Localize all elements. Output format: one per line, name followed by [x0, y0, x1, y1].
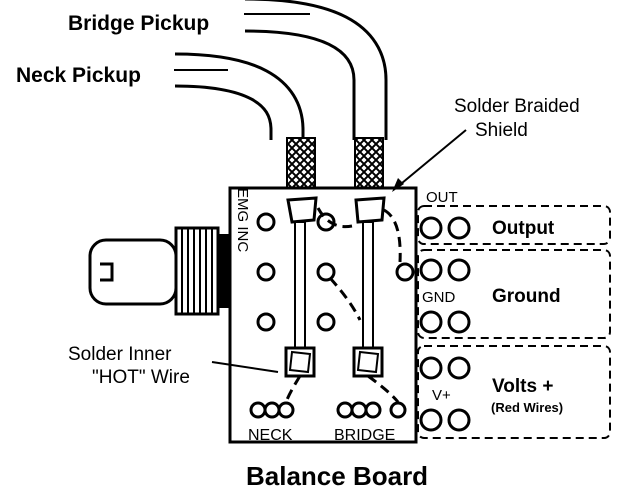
bridge-pads-label: BRIDGE [334, 427, 395, 444]
solder-inner-label-line2: "HOT" Wire [92, 367, 190, 388]
board-traces [284, 207, 402, 403]
neck-shield-solder-joint [286, 196, 318, 224]
neck-pickup-cable [174, 52, 305, 140]
solder-braided-label-line1: Solder Braided [454, 96, 580, 117]
solder-inner-label-line1: Solder Inner [68, 344, 172, 365]
volts-group-label: Volts + [492, 376, 553, 397]
potentiometer [88, 226, 232, 316]
output-group-label: Output [492, 218, 555, 239]
terminal-group-boxes [417, 205, 611, 439]
neck-pickup-label: Neck Pickup [16, 64, 141, 87]
bridge-pickup-cable [244, 0, 388, 140]
output-pads [419, 216, 471, 240]
out-label: OUT [426, 189, 458, 206]
solder-braided-label-line2: Shield [475, 120, 528, 141]
ground-pads [419, 258, 471, 334]
pickup-input-pads [249, 401, 407, 419]
board-brand-label: EMG INC [234, 188, 251, 252]
ground-group-label: Ground [492, 286, 561, 307]
solder-braided-arrow [392, 129, 467, 192]
rivets [256, 212, 415, 332]
red-wires-label: (Red Wires) [491, 400, 563, 415]
bridge-pickup-label: Bridge Pickup [68, 12, 209, 35]
neck-pads-label: NECK [248, 427, 293, 444]
bridge-hot-wire [362, 221, 374, 351]
neck-hot-wire [294, 221, 306, 351]
gnd-label: GND [422, 289, 456, 306]
v-plus-label: V+ [432, 387, 451, 404]
board-title: Balance Board [246, 461, 428, 491]
bridge-shield-solder-joint [354, 196, 386, 224]
volts-pads [419, 356, 471, 432]
solder-inner-hot-leader [211, 361, 279, 373]
